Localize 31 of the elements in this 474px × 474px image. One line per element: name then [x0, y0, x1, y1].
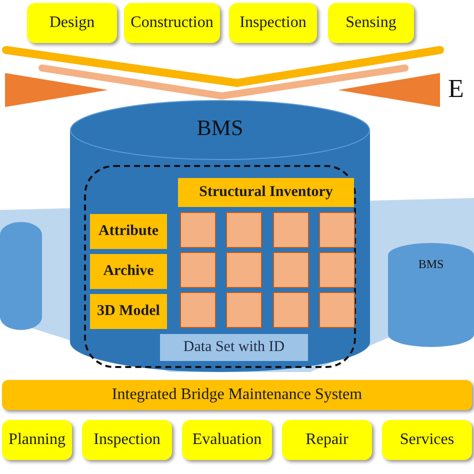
system-bar: Integrated Bridge Maintenance System — [2, 380, 472, 410]
category-tag: Structural Inventory — [178, 178, 354, 207]
task-box: Evaluation — [182, 420, 272, 460]
task-box: Repair — [282, 420, 372, 460]
dashed-region — [84, 165, 356, 368]
cylinder-label: BMS — [196, 115, 244, 141]
data-cell — [226, 212, 262, 248]
task-box: Design — [27, 3, 117, 43]
data-cell — [273, 252, 309, 288]
data-cell — [226, 252, 262, 288]
task-box: Inspection — [82, 420, 172, 460]
task-box: Services — [382, 420, 472, 460]
data-cell — [273, 212, 309, 248]
data-cell — [319, 252, 355, 288]
cylinder-label: BMS — [418, 257, 444, 272]
data-cell — [273, 292, 309, 328]
task-box: Construction — [124, 3, 220, 43]
dataset-tag: Data Set with ID — [160, 334, 308, 361]
data-cell — [180, 212, 216, 248]
task-box: Inspection — [229, 3, 317, 43]
data-cell — [180, 292, 216, 328]
task-box: Sensing — [328, 3, 414, 43]
data-cell — [319, 292, 355, 328]
data-cell — [180, 252, 216, 288]
data-cell — [319, 212, 355, 248]
side-label: E — [448, 74, 464, 104]
category-tag: Attribute — [90, 214, 167, 249]
category-tag: 3D Model — [90, 294, 167, 329]
data-cell — [226, 292, 262, 328]
category-tag: Archive — [90, 254, 167, 289]
task-box: Planning — [2, 420, 72, 460]
